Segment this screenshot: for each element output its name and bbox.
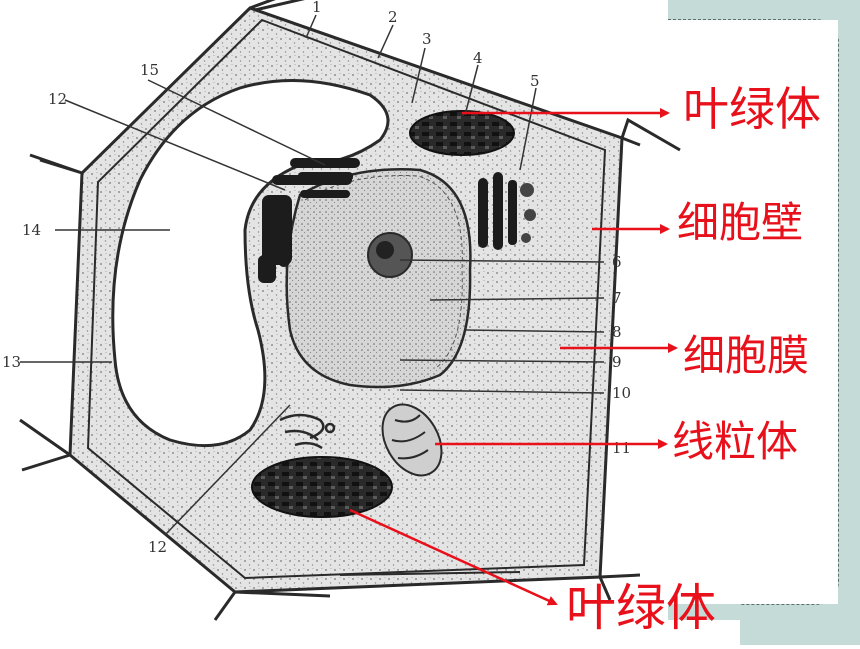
svg-text:10: 10: [612, 384, 631, 402]
red-arrows: [349, 108, 678, 606]
nucleus: [285, 168, 472, 389]
svg-text:3: 3: [422, 30, 432, 48]
golgi-apparatus: [258, 158, 360, 283]
golgi-right: [478, 172, 536, 250]
chloroplast-bottom: [251, 456, 393, 518]
svg-text:14: 14: [22, 221, 41, 239]
svg-text:6: 6: [612, 253, 622, 271]
svg-text:12: 12: [48, 90, 67, 108]
label-mitochondrion: 线粒体: [672, 417, 799, 466]
central-vacuole: [111, 78, 390, 448]
svg-text:11: 11: [612, 439, 631, 457]
svg-text:7: 7: [612, 289, 622, 307]
svg-text:8: 8: [612, 323, 622, 341]
svg-text:5: 5: [530, 72, 540, 90]
svg-text:2: 2: [388, 8, 398, 26]
label-chloroplast-top: 叶绿体: [683, 82, 821, 136]
number-labels: 1 2 3 4 5 6 7 8 9 10 11 12 12 13 14 15: [2, 0, 631, 556]
label-chloroplast-bottom: 叶绿体: [566, 579, 716, 637]
chloroplast-top: [409, 110, 515, 156]
svg-text:13: 13: [2, 353, 21, 371]
svg-text:1: 1: [312, 0, 322, 16]
svg-text:15: 15: [140, 61, 159, 79]
mitochondrion: [381, 403, 443, 477]
golgi-small: [279, 413, 336, 450]
svg-text:12: 12: [148, 538, 167, 556]
side-panel: [540, 0, 860, 645]
label-cell-membrane: 细胞膜: [683, 331, 810, 380]
arrow-chloroplast-bottom: [349, 508, 558, 606]
svg-text:4: 4: [473, 49, 483, 67]
leader-lines: [20, 14, 605, 536]
label-cell-wall: 细胞壁: [677, 198, 804, 247]
svg-text:9: 9: [612, 353, 622, 371]
